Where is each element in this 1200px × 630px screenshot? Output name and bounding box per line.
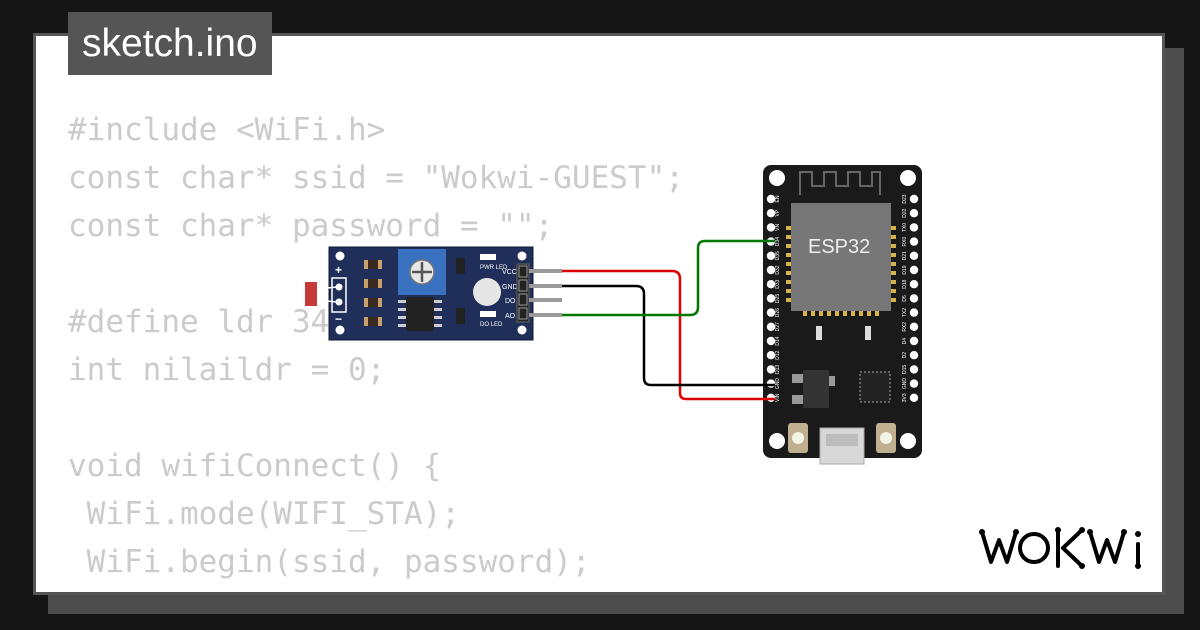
esp32-pin-label: VP	[775, 209, 781, 216]
code-line: const char* password = "";	[68, 208, 554, 244]
esp32-pin[interactable]	[909, 294, 919, 303]
esp32-pin-label: RX0	[902, 237, 908, 247]
esp32-pin-label: D21	[902, 251, 908, 260]
pin-vcc[interactable]	[529, 269, 562, 273]
esp32-pin-label: D25	[775, 294, 781, 303]
plus-label: +	[335, 263, 342, 277]
code-line: WiFi.mode(WIFI_STA);	[68, 496, 460, 532]
esp32-pin[interactable]	[909, 265, 919, 275]
esp32-pin-label: D15	[902, 365, 908, 374]
esp32-pin-label: GND	[902, 378, 908, 390]
wokwi-logo	[979, 527, 1141, 569]
esp32-module	[791, 203, 891, 311]
wire-ao-to-d34[interactable]	[562, 239, 775, 317]
esp32-pin-label: EN	[775, 195, 781, 202]
wires	[562, 239, 775, 401]
code-editor: #include <WiFi.h> const char* ssid = "Wok…	[68, 106, 815, 592]
usb-uart-chip	[859, 371, 891, 403]
esp32-pin-label: TX0	[902, 223, 908, 232]
esp32-pin[interactable]	[909, 365, 919, 374]
pin-label-vcc: VCC	[502, 269, 517, 276]
esp32-pin[interactable]	[909, 194, 919, 204]
wire-vcc-to-vin[interactable]	[562, 269, 775, 401]
ldr-sensor-module[interactable]: + − PWR LED DO LED VCC GND DO AO	[305, 246, 562, 341]
esp32-board[interactable]: ESP32 ENVPVND34D35D32D33D25D26D27D14D12D…	[763, 165, 922, 465]
esp32-pin-label: D22	[902, 208, 908, 217]
esp32-pin-label: D2	[902, 352, 908, 359]
pin-label-do: DO	[505, 298, 516, 305]
pwr-led-label: PWR LED	[480, 265, 508, 271]
esp32-pin-label: D34	[775, 237, 781, 246]
esp32-pin-label: D32	[775, 265, 781, 274]
esp32-pin-label: TX2	[902, 308, 908, 317]
code-line: int nilaildr = 0;	[68, 352, 386, 388]
file-tab[interactable]: sketch.ino	[68, 12, 272, 75]
esp32-pin[interactable]	[766, 251, 776, 260]
esp32-pin-label: D18	[902, 279, 908, 288]
esp32-pin[interactable]	[909, 379, 919, 388]
do-led-label: DO LED	[480, 322, 503, 328]
esp32-pin[interactable]	[766, 365, 776, 374]
esp32-pin[interactable]	[909, 351, 919, 360]
esp32-pin-label: D23	[902, 194, 908, 203]
esp32-pin[interactable]	[766, 336, 776, 346]
esp32-pin-label: D19	[902, 265, 908, 274]
esp32-pin[interactable]	[766, 351, 776, 360]
wire-gnd-to-gnd[interactable]	[562, 284, 775, 387]
esp32-pin-label: D27	[775, 322, 781, 331]
esp32-pin-label: D14	[775, 336, 781, 345]
esp32-pin-label: D5	[902, 295, 908, 302]
sensor-dome	[473, 278, 501, 306]
esp32-pin-label: D12	[775, 350, 781, 359]
code-line: void wifiConnect() {	[68, 448, 442, 484]
esp32-pin[interactable]	[909, 308, 919, 317]
esp32-pin-label: 3V3	[902, 393, 908, 402]
esp32-pin[interactable]	[909, 393, 919, 402]
esp32-pin[interactable]	[909, 209, 919, 218]
minus-label: −	[335, 312, 342, 326]
esp32-chip-label: ESP32	[808, 236, 870, 258]
esp32-pin[interactable]	[909, 237, 919, 246]
esp32-pin[interactable]	[766, 280, 776, 289]
esp32-pin[interactable]	[766, 322, 776, 331]
photoresistor-icon	[305, 282, 317, 306]
esp32-pin[interactable]	[909, 251, 919, 260]
esp32-pin[interactable]	[766, 194, 776, 204]
code-line: #include <WiFi.h>	[68, 112, 386, 148]
code-line: const char* ssid = "Wokwi-GUEST";	[68, 160, 684, 196]
pin-label-ao: AO	[505, 313, 516, 320]
esp32-pin[interactable]	[766, 223, 776, 232]
esp32-pin-label: D26	[775, 308, 781, 317]
esp32-pin[interactable]	[909, 322, 919, 331]
esp32-pin-label: D13	[775, 365, 781, 374]
pin-ao[interactable]	[529, 313, 562, 317]
esp32-pin-label: D33	[775, 279, 781, 288]
esp32-pin-label: VIN	[775, 393, 781, 402]
esp32-pin-label: VN	[775, 224, 781, 231]
code-line: WiFi.begin(ssid, password);	[68, 544, 591, 580]
pin-do[interactable]	[529, 298, 562, 302]
esp32-pin[interactable]	[909, 280, 919, 289]
pin-gnd[interactable]	[529, 284, 562, 288]
esp32-pin-label: GND	[775, 378, 781, 390]
esp32-pin-label: D4	[902, 338, 908, 345]
esp32-pin-label: D35	[775, 251, 781, 260]
esp32-pin[interactable]	[766, 294, 776, 303]
esp32-pin[interactable]	[766, 308, 776, 317]
esp32-pin[interactable]	[909, 223, 919, 232]
pin-label-gnd: GND	[502, 284, 518, 291]
esp32-pin-label: RX2	[902, 322, 908, 332]
esp32-pin[interactable]	[909, 336, 919, 346]
esp32-pin[interactable]	[766, 209, 776, 218]
esp32-pin[interactable]	[766, 379, 776, 388]
esp32-pin[interactable]	[766, 265, 776, 275]
code-line: #define ldr 34	[68, 304, 330, 340]
